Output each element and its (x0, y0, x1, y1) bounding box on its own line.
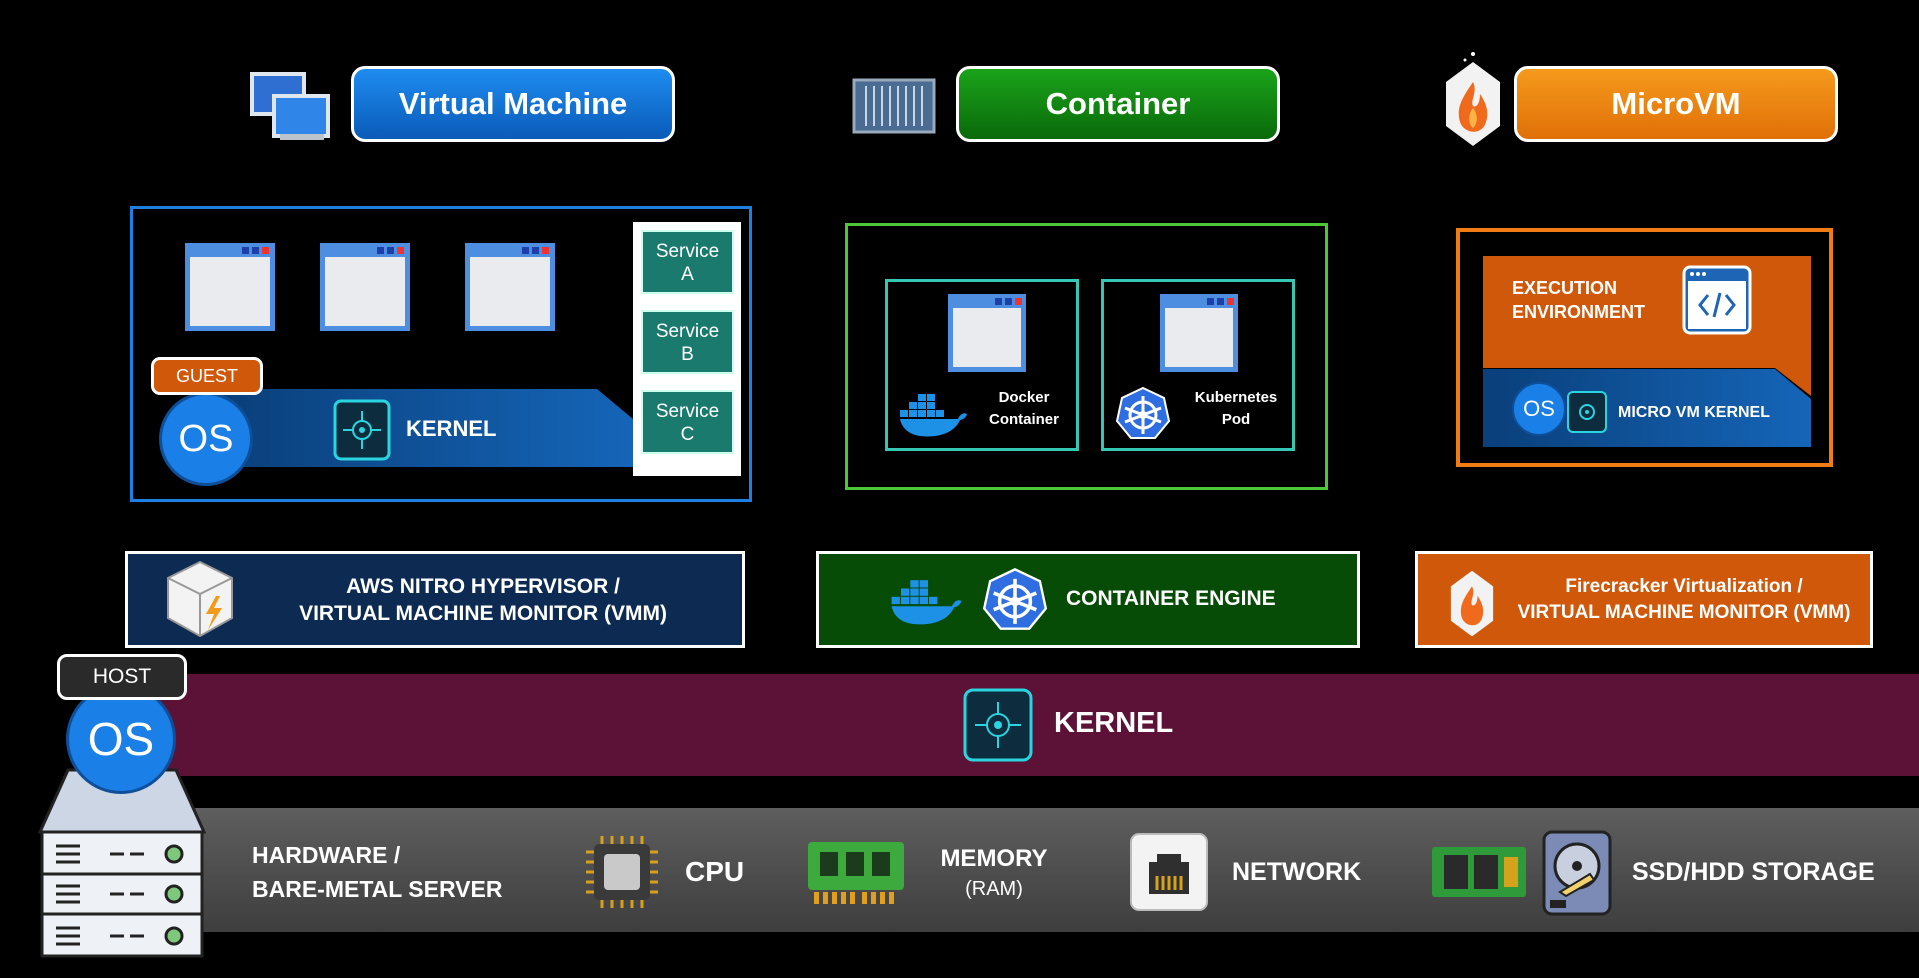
network-label: NETWORK (1232, 858, 1362, 886)
microvm-box: EXECUTION ENVIRONMENT OS MICRO VM KERNEL (1456, 228, 1833, 467)
hypervisor-label: AWS NITRO HYPERVISOR / VIRTUAL MACHINE M… (299, 574, 667, 625)
docker-whale-icon (900, 390, 968, 438)
hypervisor-layer: AWS NITRO HYPERVISOR / VIRTUAL MACHINE M… (125, 551, 745, 648)
firecracker-flame-icon (1440, 48, 1506, 148)
code-window-icon (1682, 265, 1752, 335)
cpu-icon (584, 834, 660, 910)
micro-vm-kernel-label: MICRO VM KERNEL (1618, 404, 1770, 421)
container-box: Docker Container Kubernetes Pod (845, 223, 1328, 490)
chip-icon (1566, 390, 1608, 434)
firecracker-label: Firecracker Virtualization / VIRTUAL MAC… (1517, 575, 1851, 623)
vm-box: OS GUEST KERNEL Service A Service B Serv… (130, 206, 752, 502)
execution-environment-label: EXECUTION ENVIRONMENT (1512, 278, 1646, 322)
cpu-label: CPU (685, 856, 745, 887)
service-b: Service B (641, 310, 734, 374)
host-badge: HOST (57, 654, 187, 700)
guest-kernel-band (223, 389, 633, 467)
app-window-icon (1160, 294, 1238, 372)
ram-icon (806, 840, 906, 906)
container-engine-label: CONTAINER ENGINE (1066, 587, 1276, 610)
ssd-icon (1430, 843, 1528, 901)
chip-icon (333, 399, 391, 461)
memory-label: MEMORY (RAM) (940, 845, 1048, 900)
app-window-icon (948, 294, 1026, 372)
os-icon: OS (1512, 382, 1566, 436)
kubernetes-pod-label: Kubernetes Pod (1194, 389, 1278, 428)
app-window-icon (320, 243, 410, 331)
firecracker-layer: Firecracker Virtualization / VIRTUAL MAC… (1415, 551, 1873, 648)
app-window-icon (185, 243, 275, 331)
shipping-container-icon (852, 76, 936, 136)
docker-container-label: Docker Container (988, 389, 1059, 428)
guest-badge: GUEST (151, 357, 263, 395)
docker-whale-icon (891, 576, 963, 626)
services-panel: Service A Service B Service C (633, 222, 741, 476)
guest-kernel-label: KERNEL (406, 416, 497, 441)
virtual-machine-header: Virtual Machine (351, 66, 675, 142)
server-icon (38, 760, 206, 960)
kubernetes-icon (983, 567, 1047, 631)
monitor-icon (250, 72, 332, 142)
container-header: Container (956, 66, 1280, 142)
service-c: Service C (641, 390, 734, 454)
kubernetes-icon (1116, 386, 1170, 440)
chip-icon (963, 688, 1033, 762)
kubernetes-pod-card: Kubernetes Pod (1101, 279, 1295, 451)
host-os-icon: OS (66, 684, 176, 794)
docker-container-card: Docker Container (885, 279, 1079, 451)
storage-label: SSD/HDD STORAGE (1632, 858, 1875, 886)
host-kernel-label: KERNEL (1054, 707, 1174, 739)
hardware-band (118, 808, 1919, 932)
firecracker-flame-icon (1446, 566, 1498, 638)
hdd-icon (1542, 830, 1612, 916)
micro-vm-kernel-band (1483, 369, 1811, 447)
app-window-icon (465, 243, 555, 331)
container-engine-layer: CONTAINER ENGINE (816, 551, 1360, 648)
hardware-label: HARDWARE / BARE-METAL SERVER (252, 842, 503, 902)
network-port-icon (1129, 832, 1209, 912)
microvm-header: MicroVM (1514, 66, 1838, 142)
os-icon: OS (159, 392, 253, 486)
service-a: Service A (641, 230, 734, 294)
cube-lightning-icon (166, 560, 234, 638)
